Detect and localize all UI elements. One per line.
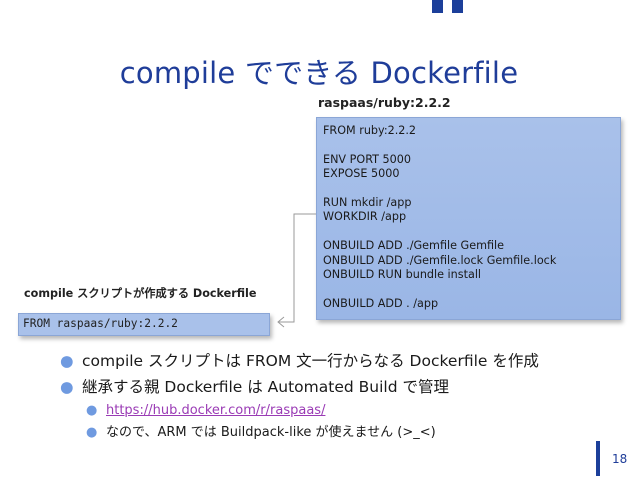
- base-dockerfile-box: FROM ruby:2.2.2 ENV PORT 5000 EXPOSE 500…: [316, 117, 621, 320]
- code-line: ONBUILD RUN bundle install: [323, 268, 482, 282]
- generated-dockerfile-line: FROM raspaas/ruby:2.2.2: [23, 317, 178, 330]
- bullet-dot-icon: ●: [60, 352, 74, 370]
- bullet-dot-icon: ●: [86, 403, 98, 418]
- bullet-dot-icon: ●: [60, 378, 74, 396]
- sub-bullet-item: ● なので、ARM では Buildpack-like が使えません (>_<): [86, 422, 539, 444]
- page-number: 18: [612, 452, 628, 466]
- code-line: ONBUILD ADD . /app: [323, 296, 439, 310]
- sub-bullet-text: なので、ARM では Buildpack-like が使えません (>_<): [106, 425, 436, 440]
- code-line: ENV PORT 5000: [323, 152, 412, 166]
- code-line: FROM ruby:2.2.2: [323, 124, 417, 137]
- bullet-list: ● compile スクリプトは FROM 文一行からなる Dockerfile…: [60, 348, 539, 444]
- bullet-dot-icon: ●: [86, 425, 98, 440]
- arrow-connector: [278, 213, 316, 323]
- base-image-label: raspaas/ruby:2.2.2: [318, 95, 451, 110]
- bullet-text: compile スクリプトは FROM 文一行からなる Dockerfile を…: [82, 352, 539, 370]
- bullet-item: ● 継承する親 Dockerfile は Automated Build で管理: [60, 374, 539, 400]
- bullet-text: 継承する親 Dockerfile は Automated Build で管理: [82, 378, 449, 396]
- docker-hub-link[interactable]: https://hub.docker.com/r/raspaas/: [106, 403, 326, 418]
- corner-decoration-1: [432, 0, 443, 13]
- code-line: ONBUILD ADD ./Gemfile.lock Gemfile.lock: [323, 253, 557, 267]
- code-line: ONBUILD ADD ./Gemfile Gemfile: [323, 239, 505, 253]
- code-line: EXPOSE 5000: [323, 167, 400, 181]
- bullet-item: ● compile スクリプトは FROM 文一行からなる Dockerfile…: [60, 348, 539, 374]
- corner-decoration-2: [452, 0, 463, 13]
- code-line: WORKDIR /app: [323, 210, 407, 224]
- generated-dockerfile-label: compile スクリプトが作成する Dockerfile: [24, 287, 257, 300]
- generated-dockerfile-box: FROM raspaas/ruby:2.2.2: [18, 313, 270, 336]
- sub-bullet-item: ● https://hub.docker.com/r/raspaas/: [86, 400, 539, 422]
- page-number-bar: [596, 441, 600, 476]
- code-line: RUN mkdir /app: [323, 196, 412, 209]
- slide-title: compile でできる Dockerfile: [119, 56, 519, 90]
- arrow-head-icon: [277, 316, 285, 328]
